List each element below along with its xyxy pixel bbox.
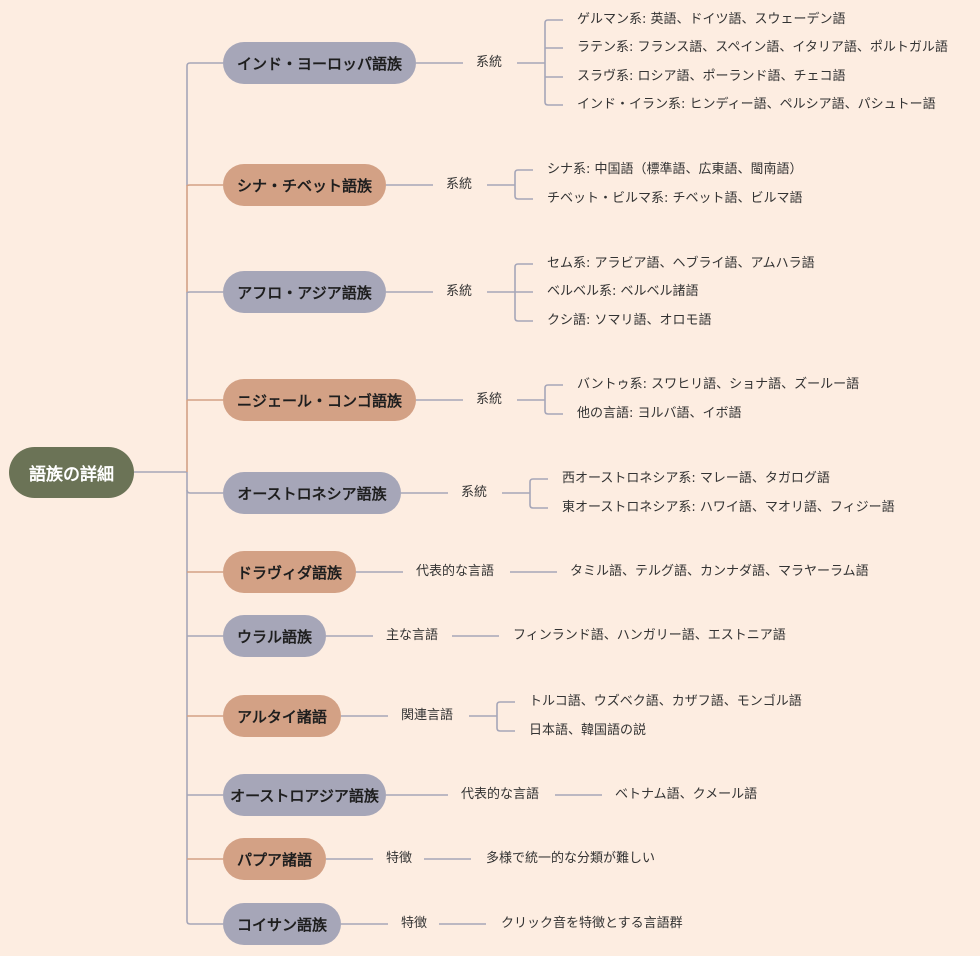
- category-label[interactable]: 系統: [476, 55, 503, 70]
- leaf-item[interactable]: クリック音を特徴とする言語群: [501, 916, 683, 931]
- root-node[interactable]: 語族の詳細: [9, 447, 134, 498]
- category-label[interactable]: 系統: [476, 392, 503, 407]
- leaf-item[interactable]: トルコ語、ウズベク語、カザフ語、モンゴル語: [529, 694, 802, 709]
- category-label[interactable]: 系統: [446, 284, 473, 299]
- leaf-item[interactable]: ゲルマン系: 英語、ドイツ語、スウェーデン語: [577, 12, 846, 27]
- category-label[interactable]: 系統: [461, 485, 488, 500]
- category-label[interactable]: 特徴: [401, 916, 428, 931]
- family-node-indo-european[interactable]: インド・ヨーロッパ語族: [223, 42, 416, 84]
- family-node-niger-congo[interactable]: ニジェール・コンゴ語族: [223, 379, 416, 421]
- leaf-item[interactable]: セム系: アラビア語、ヘブライ語、アムハラ語: [547, 256, 815, 271]
- leaf-item[interactable]: 日本語、韓国語の説: [529, 723, 647, 738]
- leaf-item[interactable]: クシ語: ソマリ語、オロモ語: [547, 313, 712, 328]
- leaf-item[interactable]: インド・イラン系: ヒンディー語、ペルシア語、パシュトー語: [577, 97, 936, 112]
- family-node-dravidian[interactable]: ドラヴィダ語族: [223, 551, 356, 593]
- category-label[interactable]: 関連言語: [401, 708, 454, 723]
- leaf-item[interactable]: シナ系: 中国語（標準語、広東語、閩南語）: [547, 162, 803, 177]
- leaf-item[interactable]: 多様で統一的な分類が難しい: [486, 851, 656, 866]
- family-node-khoisan[interactable]: コイサン語族: [223, 903, 341, 945]
- category-label[interactable]: 主な言語: [386, 628, 439, 643]
- leaf-item[interactable]: ベルベル系: ベルベル諸語: [547, 284, 699, 299]
- category-label[interactable]: 代表的な言語: [461, 787, 540, 802]
- leaf-item[interactable]: スラヴ系: ロシア語、ポーランド語、チェコ語: [577, 69, 846, 84]
- family-node-sino-tibetan[interactable]: シナ・チベット語族: [223, 164, 386, 206]
- family-node-uralic[interactable]: ウラル語族: [223, 615, 326, 657]
- category-label[interactable]: 代表的な言語: [416, 564, 495, 579]
- leaf-item[interactable]: ラテン系: フランス語、スペイン語、イタリア語、ポルトガル語: [577, 40, 948, 55]
- leaf-item[interactable]: フィンランド語、ハンガリー語、エストニア語: [513, 628, 786, 643]
- leaf-item[interactable]: チベット・ビルマ系: チベット語、ビルマ語: [547, 191, 803, 206]
- leaf-item[interactable]: 西オーストロネシア系: マレー語、タガログ語: [562, 471, 830, 486]
- category-label[interactable]: 特徴: [386, 851, 413, 866]
- family-node-austronesian[interactable]: オーストロネシア語族: [223, 472, 401, 514]
- leaf-item[interactable]: ベトナム語、クメール語: [615, 787, 758, 802]
- leaf-item[interactable]: タミル語、テルグ語、カンナダ語、マラヤーラム語: [570, 564, 869, 579]
- family-node-altaic[interactable]: アルタイ諸語: [223, 695, 341, 737]
- category-label[interactable]: 系統: [446, 177, 473, 192]
- leaf-item[interactable]: 東オーストロネシア系: ハワイ語、マオリ語、フィジー語: [562, 500, 895, 515]
- leaf-item[interactable]: 他の言語: ヨルバ語、イボ語: [577, 406, 742, 421]
- family-node-papuan[interactable]: パプア諸語: [223, 838, 326, 880]
- family-node-afro-asiatic[interactable]: アフロ・アジア語族: [223, 271, 386, 313]
- leaf-item[interactable]: バントゥ系: スワヒリ語、ショナ語、ズールー語: [577, 377, 860, 392]
- family-node-austroasiatic[interactable]: オーストロアジア語族: [223, 774, 386, 816]
